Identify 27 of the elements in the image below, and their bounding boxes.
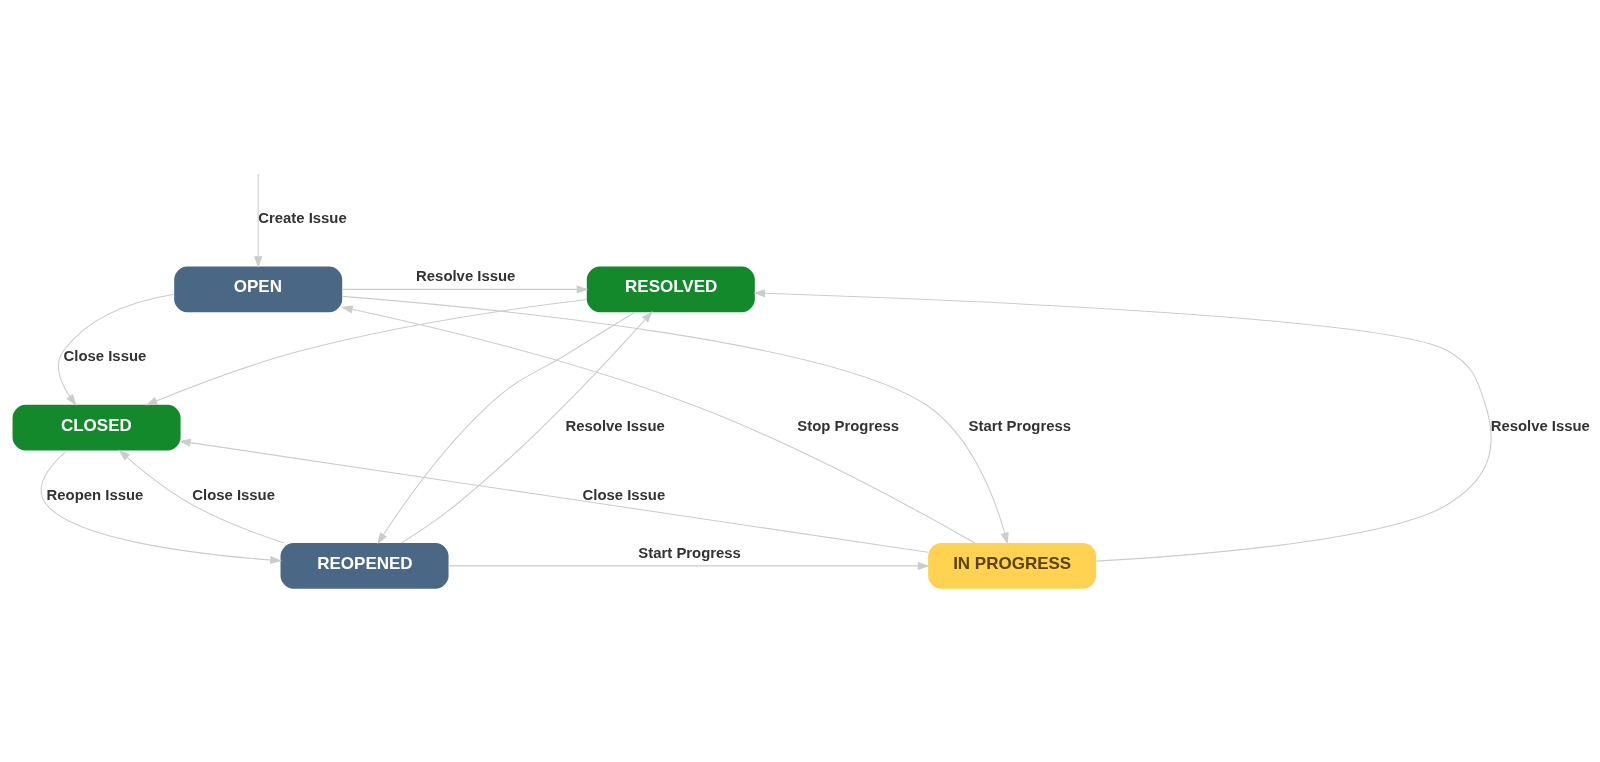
edge-label: Resolve Issue xyxy=(1490,417,1590,434)
edge-label: Stop Progress xyxy=(797,417,900,434)
edge-label: Close Issue xyxy=(192,486,275,503)
edge-label: Reopen Issue xyxy=(46,486,144,503)
arrow xyxy=(377,312,635,545)
arrow xyxy=(448,561,930,570)
edge-label: Close Issue xyxy=(582,486,666,503)
arrow xyxy=(342,285,589,294)
node-box: CLOSED xyxy=(12,404,181,451)
node-box: REOPENED xyxy=(280,543,449,589)
edge-label: Create Issue xyxy=(258,210,347,227)
edge-label: Close Issue xyxy=(63,348,147,365)
arrow xyxy=(401,311,653,544)
edge-label: Resolve Issue xyxy=(565,417,665,434)
arrow xyxy=(40,450,282,565)
arrow xyxy=(118,449,285,544)
edge-label: Start Progress xyxy=(638,544,741,561)
node-box: OPEN xyxy=(174,266,343,313)
arrow xyxy=(254,173,263,268)
node-box: RESOLVED xyxy=(586,266,755,313)
arrow xyxy=(753,289,1492,562)
arrow xyxy=(145,298,588,406)
node-box: IN PROGRESS xyxy=(928,543,1097,589)
edge-label: Start Progress xyxy=(968,417,1072,434)
arrow xyxy=(179,438,929,553)
edge-label: Resolve Issue xyxy=(416,268,516,285)
arrow xyxy=(57,293,175,406)
